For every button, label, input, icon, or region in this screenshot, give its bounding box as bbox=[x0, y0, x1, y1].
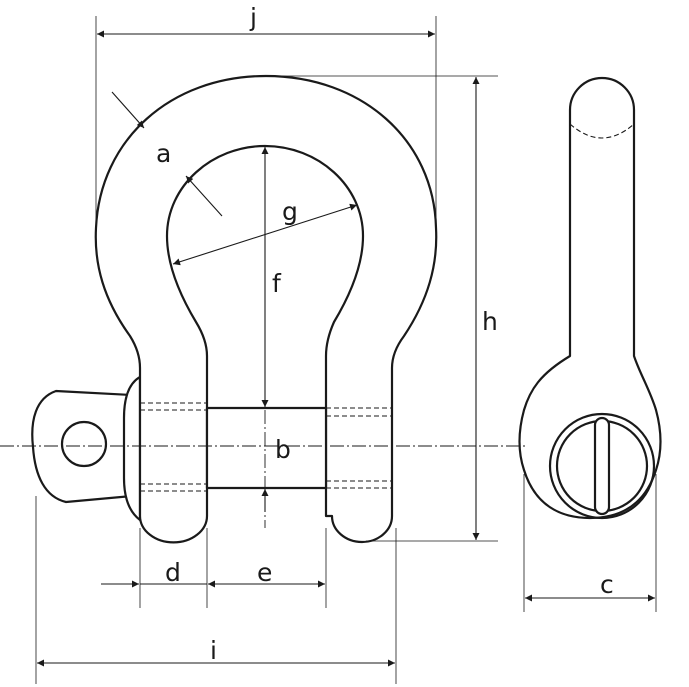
pin-collar bbox=[122, 375, 142, 522]
label-g: g bbox=[282, 197, 298, 226]
label-d: d bbox=[165, 558, 181, 587]
pin-end-outer bbox=[548, 412, 656, 520]
label-j: j bbox=[249, 3, 257, 32]
center-lines bbox=[0, 146, 525, 528]
shackle-side-view bbox=[518, 76, 662, 520]
dim-a-line-outer bbox=[111, 91, 145, 129]
dim-g-line bbox=[172, 203, 358, 266]
label-h: h bbox=[482, 307, 498, 336]
label-b: b bbox=[275, 435, 291, 464]
label-c: c bbox=[600, 570, 614, 599]
pin-shaft bbox=[205, 406, 328, 490]
label-e: e bbox=[257, 558, 272, 587]
dim-a-line-inner bbox=[185, 175, 223, 217]
dimension-labels: j a g f h b d e c i bbox=[156, 3, 614, 665]
side-profile bbox=[518, 76, 662, 520]
label-f: f bbox=[272, 269, 282, 298]
extension-lines bbox=[35, 16, 657, 684]
label-i: i bbox=[210, 636, 217, 665]
pin-head-hole bbox=[60, 420, 108, 468]
shackle-bow bbox=[94, 74, 438, 544]
pin-slot bbox=[593, 416, 611, 516]
dimension-lines bbox=[37, 30, 655, 667]
shackle-front-view bbox=[31, 74, 438, 544]
label-a: a bbox=[156, 139, 171, 168]
